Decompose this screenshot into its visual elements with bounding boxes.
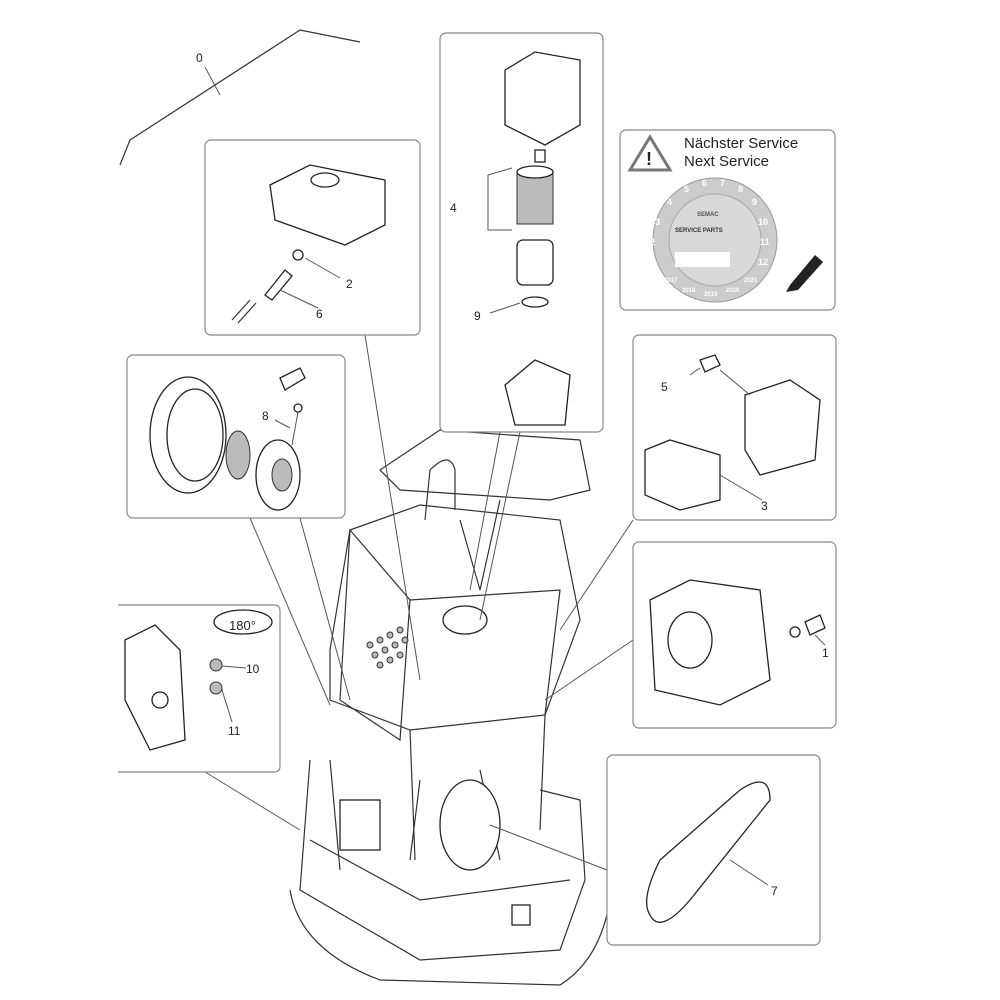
service-label-line1: Nächster Service <box>684 135 798 152</box>
service-label-brand: SEMAC <box>697 212 719 218</box>
panel-bracket: 180° 10 11 <box>118 604 281 773</box>
svg-text:2: 2 <box>650 237 655 247</box>
svg-text:7: 7 <box>720 178 725 188</box>
svg-text:1: 1 <box>650 257 655 267</box>
svg-text:2018: 2018 <box>682 288 696 294</box>
rotate-icon <box>213 609 273 635</box>
panel-engine-block: 1 <box>632 541 837 729</box>
callout-3: 3 <box>761 499 768 513</box>
svg-text:12: 12 <box>758 257 768 267</box>
pencil-icon <box>786 255 823 292</box>
svg-text:11: 11 <box>760 237 770 247</box>
svg-text:2019: 2019 <box>704 292 718 298</box>
callout-10: 10 <box>246 662 260 676</box>
callout-7: 7 <box>771 884 778 898</box>
callout-5: 5 <box>661 380 668 394</box>
svg-text:4: 4 <box>667 197 672 207</box>
callout-11: 11 <box>228 724 241 738</box>
svg-text:6: 6 <box>702 178 707 188</box>
svg-text:2020: 2020 <box>726 288 740 294</box>
callout-4: 4 <box>450 201 457 215</box>
panel-v-belt: 7 <box>606 754 821 946</box>
service-label-line2: Next Service <box>684 153 769 170</box>
callout-9: 9 <box>474 309 481 323</box>
callout-2: 2 <box>346 277 353 291</box>
svg-text:5: 5 <box>684 184 689 194</box>
keypad <box>366 626 409 669</box>
svg-text:2017: 2017 <box>664 278 678 284</box>
machine-body <box>119 29 634 986</box>
callout-6: 6 <box>316 307 323 321</box>
panel-service-label: ! Nächster Service Next Service SEMAC SE… <box>619 129 836 311</box>
panel-air-filter: 4 9 <box>439 32 604 433</box>
panel-fuel-tank: 2 6 <box>204 139 421 336</box>
panel-cylinder-head: 5 3 <box>632 334 837 521</box>
service-label-years: 2017 2018 2019 2020 2021 <box>664 278 758 298</box>
callout-8: 8 <box>262 409 269 423</box>
svg-text:9: 9 <box>752 197 757 207</box>
callout-0: 0 <box>196 51 203 65</box>
svg-text:2021: 2021 <box>744 278 758 284</box>
panel-recoil-starter: 8 <box>126 354 346 519</box>
service-label-months: 1 2 3 4 5 6 7 8 9 10 11 12 <box>650 178 770 267</box>
svg-text:10: 10 <box>758 217 768 227</box>
rotation-label: 180° <box>229 618 256 633</box>
service-label-subtitle: SERVICE PARTS <box>675 228 723 234</box>
svg-text:8: 8 <box>738 184 743 194</box>
svg-text:3: 3 <box>655 217 660 227</box>
warning-icon: ! <box>646 149 652 169</box>
callout-1: 1 <box>822 646 829 660</box>
